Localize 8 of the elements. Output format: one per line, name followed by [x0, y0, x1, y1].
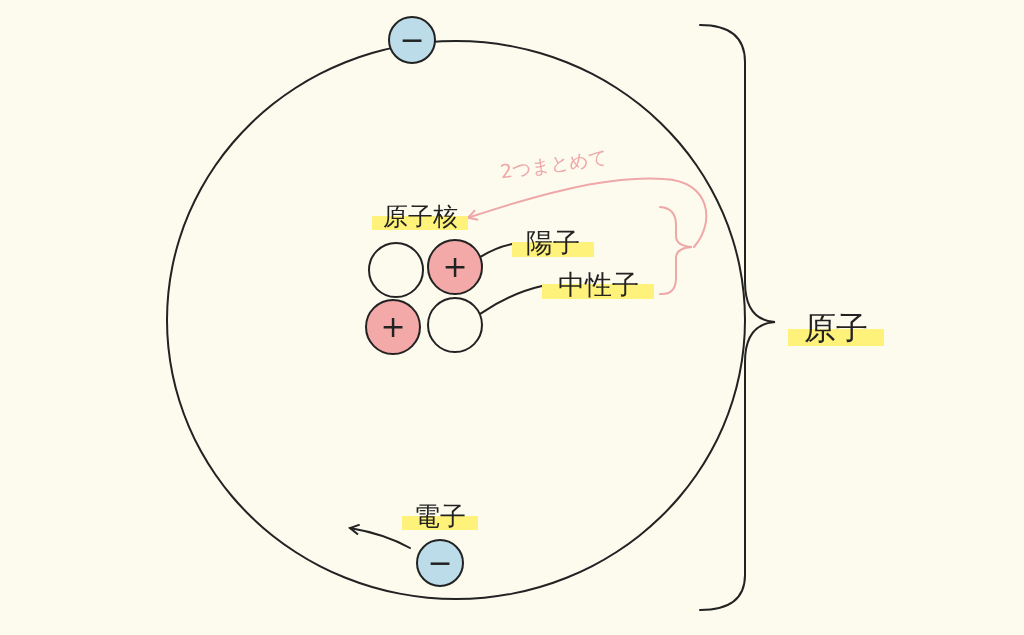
arrow [467, 177, 708, 248]
leader-line [479, 285, 543, 315]
proton-circle: + [427, 239, 483, 295]
proton-circle: + [365, 299, 421, 355]
electron-circle: − [388, 16, 436, 64]
neutron-circle [427, 297, 483, 353]
neutron-circle [368, 242, 424, 298]
leader-line [479, 243, 513, 258]
